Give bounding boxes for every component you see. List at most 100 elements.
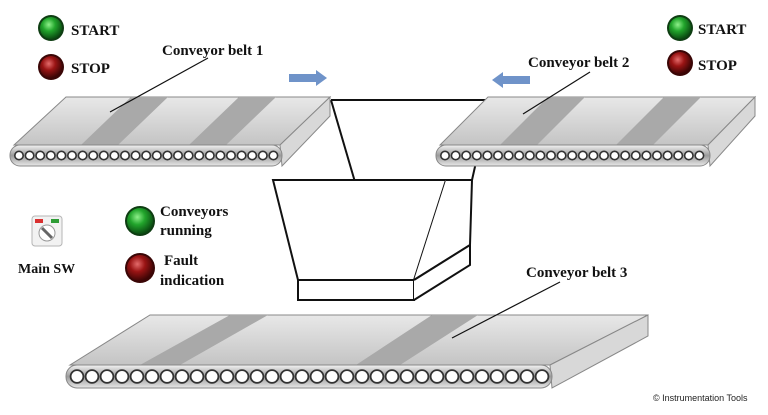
roller: [159, 369, 175, 384]
roller: [249, 369, 265, 384]
left-stop-label: STOP: [71, 61, 110, 77]
roller: [120, 150, 131, 161]
roller: [174, 369, 190, 384]
roller: [534, 369, 550, 384]
running-label-line2: running: [160, 223, 212, 239]
roller: [88, 150, 99, 161]
conveyor-belt-3: [65, 314, 649, 389]
roller: [204, 150, 215, 161]
copyright-text: © Instrumentation Tools: [653, 393, 748, 403]
roller: [545, 150, 556, 161]
roller: [339, 369, 355, 384]
roller: [399, 369, 415, 384]
roller: [77, 150, 88, 161]
roller: [444, 369, 460, 384]
roller: [130, 150, 141, 161]
right-start-button[interactable]: [667, 15, 693, 41]
roller: [504, 369, 520, 384]
fault-label-line1: Fault: [164, 253, 198, 269]
main-switch-label: Main SW: [18, 262, 75, 277]
roller: [461, 150, 472, 161]
roller: [204, 369, 220, 384]
roller: [450, 150, 461, 161]
roller: [482, 150, 493, 161]
roller: [247, 150, 258, 161]
roller: [24, 150, 35, 161]
roller: [524, 150, 535, 161]
roller: [151, 150, 162, 161]
roller: [556, 150, 567, 161]
roller: [84, 369, 100, 384]
roller: [268, 150, 279, 161]
conveyors-running-lamp: [125, 206, 155, 236]
roller: [162, 150, 173, 161]
roller: [369, 369, 385, 384]
roller: [183, 150, 194, 161]
roller: [144, 369, 160, 384]
roller: [173, 150, 184, 161]
roller: [641, 150, 652, 161]
left-stop-button[interactable]: [38, 54, 64, 80]
roller: [694, 150, 705, 161]
roller: [535, 150, 546, 161]
roller: [459, 369, 475, 384]
roller: [324, 369, 340, 384]
roller: [354, 369, 370, 384]
roller: [567, 150, 578, 161]
roller: [14, 150, 24, 161]
belt1-direction-arrow: [289, 70, 327, 86]
roller: [194, 150, 205, 161]
roller: [257, 150, 268, 161]
right-stop-button[interactable]: [667, 50, 693, 76]
belt2-label: Conveyor belt 2: [528, 55, 629, 71]
roller: [279, 369, 295, 384]
roller: [673, 150, 684, 161]
left-start-label: START: [71, 23, 119, 39]
roller: [414, 369, 430, 384]
roller: [384, 369, 400, 384]
roller: [588, 150, 599, 161]
belt1-label: Conveyor belt 1: [162, 43, 263, 59]
belt2-direction-arrow: [492, 72, 530, 88]
main-switch[interactable]: [31, 215, 63, 247]
hopper: [271, 99, 491, 301]
roller: [69, 369, 85, 384]
roller: [264, 369, 280, 384]
roller: [67, 150, 78, 161]
left-start-button[interactable]: [38, 15, 64, 41]
roller: [189, 369, 205, 384]
roller: [141, 150, 152, 161]
roller: [683, 150, 694, 161]
roller: [35, 150, 46, 161]
roller: [630, 150, 641, 161]
roller: [620, 150, 631, 161]
running-label-line1: Conveyors: [160, 204, 228, 220]
roller: [429, 369, 445, 384]
fault-indication-lamp: [125, 253, 155, 283]
right-stop-label: STOP: [698, 58, 737, 74]
roller: [226, 150, 237, 161]
roller: [219, 369, 235, 384]
roller: [439, 150, 450, 161]
roller: [474, 369, 490, 384]
right-start-label: START: [698, 22, 746, 38]
roller: [471, 150, 482, 161]
roller: [45, 150, 56, 161]
roller: [492, 150, 503, 161]
roller: [114, 369, 130, 384]
roller: [294, 369, 310, 384]
roller: [109, 150, 120, 161]
roller: [519, 369, 535, 384]
roller: [129, 369, 145, 384]
roller: [236, 150, 247, 161]
conveyor-belt-1: [9, 95, 332, 168]
roller: [514, 150, 525, 161]
fault-label-line2: indication: [160, 273, 225, 289]
roller: [651, 150, 662, 161]
roller: [489, 369, 505, 384]
roller: [309, 369, 325, 384]
roller: [234, 369, 250, 384]
roller: [503, 150, 514, 161]
roller: [577, 150, 588, 161]
